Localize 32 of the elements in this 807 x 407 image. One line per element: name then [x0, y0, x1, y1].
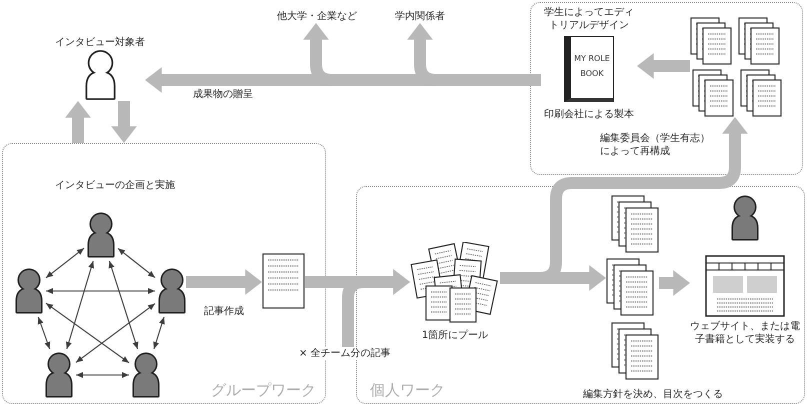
- arrow: [144, 67, 541, 93]
- arrow: [186, 269, 262, 295]
- step-label: 1箇所にプール: [422, 329, 488, 342]
- double-arrow: [38, 316, 50, 350]
- panel-heading: インタビューの企画と実施: [55, 179, 175, 192]
- person-label: インタビュー対象者: [55, 36, 145, 49]
- edge-label: 成果物の贈呈: [193, 88, 253, 101]
- recipient-label: 学内関係者: [395, 10, 445, 23]
- step-label: ウェブサイト、または電子書籍として実装する: [690, 320, 800, 346]
- double-arrow: [46, 302, 130, 364]
- arrow: [342, 269, 410, 347]
- double-arrow: [108, 260, 138, 350]
- arrow: [659, 270, 690, 296]
- double-arrow: [118, 248, 156, 278]
- recipient-label: 他大学・企業など: [277, 10, 357, 23]
- double-arrow: [66, 260, 94, 350]
- double-arrow: [46, 288, 155, 294]
- annotation-label: × 全チーム分の記事: [297, 347, 393, 360]
- double-arrow: [46, 248, 84, 278]
- double-arrow: [76, 303, 156, 363]
- panel-title: 個人ワーク: [370, 381, 445, 399]
- double-arrow: [153, 316, 165, 350]
- arrow: [111, 101, 137, 144]
- panel-title: グループワーク: [211, 381, 316, 399]
- heading: 学生によってエディトリアルデザイン: [543, 6, 635, 32]
- double-arrow: [76, 372, 129, 378]
- book-cover: MY ROLE BOOK: [564, 36, 614, 102]
- step-label: 印刷会社による製本: [544, 108, 634, 121]
- arrow: [636, 53, 690, 79]
- edge-label: 記事作成: [204, 305, 244, 318]
- step-label: 編集方針を決め、目次をつくる: [583, 388, 723, 401]
- arrow: [65, 100, 91, 143]
